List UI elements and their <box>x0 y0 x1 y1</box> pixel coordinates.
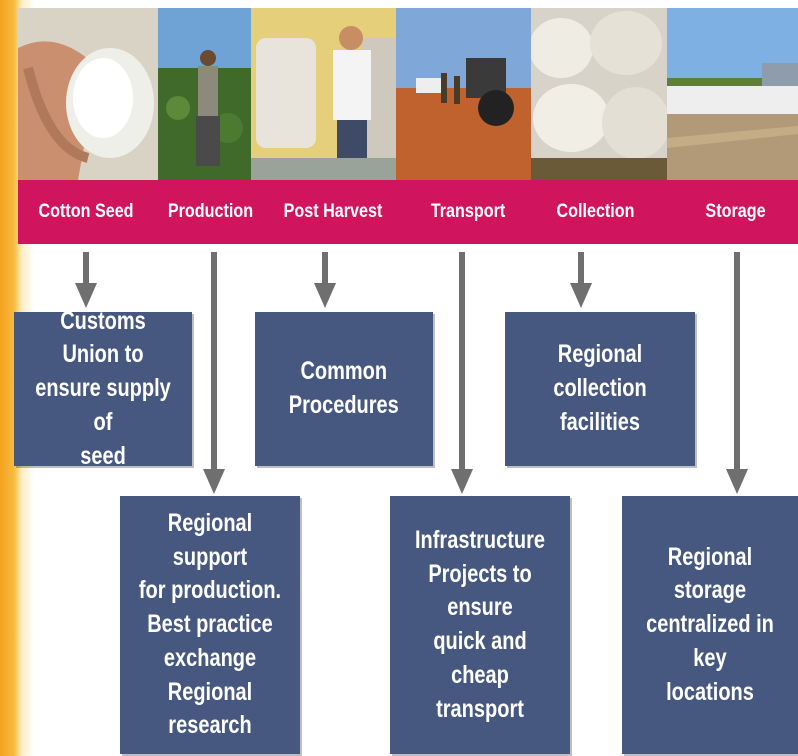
regional-support-box: Regional support for production. Best pr… <box>120 496 300 754</box>
arrow-storage <box>726 252 748 494</box>
transport-photo <box>396 8 531 180</box>
arrow-cotton-seed <box>75 252 97 308</box>
regional-collection-box: Regional collection facilities <box>505 312 695 466</box>
post-harvest-photo <box>251 8 396 180</box>
photo-strip <box>18 8 798 180</box>
collection-photo <box>531 8 667 180</box>
common-procedures-box: Common Procedures <box>255 312 433 466</box>
stage-storage: Storage <box>705 201 766 222</box>
arrow-transport <box>451 252 473 494</box>
customs-union-text: Customs Union to ensure supply of seed <box>35 306 171 470</box>
customs-union-box: Customs Union to ensure supply of seed <box>14 307 192 470</box>
arrow-post-harvest <box>314 252 336 308</box>
stage-collection: Collection <box>556 201 635 222</box>
arrow-production <box>203 252 225 494</box>
regional-storage-text: Regional storage centralized in key loca… <box>646 542 774 706</box>
stage-cotton-seed: Cotton Seed <box>38 201 134 222</box>
value-chain-band: Cotton Seed Production Post Harvest Tran… <box>18 180 798 244</box>
stage-production: Production <box>167 201 254 222</box>
regional-support-text: Regional support for production. Best pr… <box>138 508 282 740</box>
production-photo <box>158 8 251 180</box>
arrow-collection <box>570 252 592 308</box>
regional-storage-box: Regional storage centralized in key loca… <box>622 496 798 754</box>
infrastructure-box: Infrastructure Projects to ensure quick … <box>390 496 570 754</box>
stage-post-harvest: Post Harvest <box>283 201 383 222</box>
stage-transport: Transport <box>430 201 506 222</box>
regional-collection-text: Regional collection facilities <box>553 340 647 436</box>
infrastructure-text: Infrastructure Projects to ensure quick … <box>414 525 546 723</box>
storage-photo <box>667 8 798 180</box>
common-procedures-text: Common Procedures <box>288 357 400 419</box>
cotton-seed-photo <box>18 8 158 180</box>
